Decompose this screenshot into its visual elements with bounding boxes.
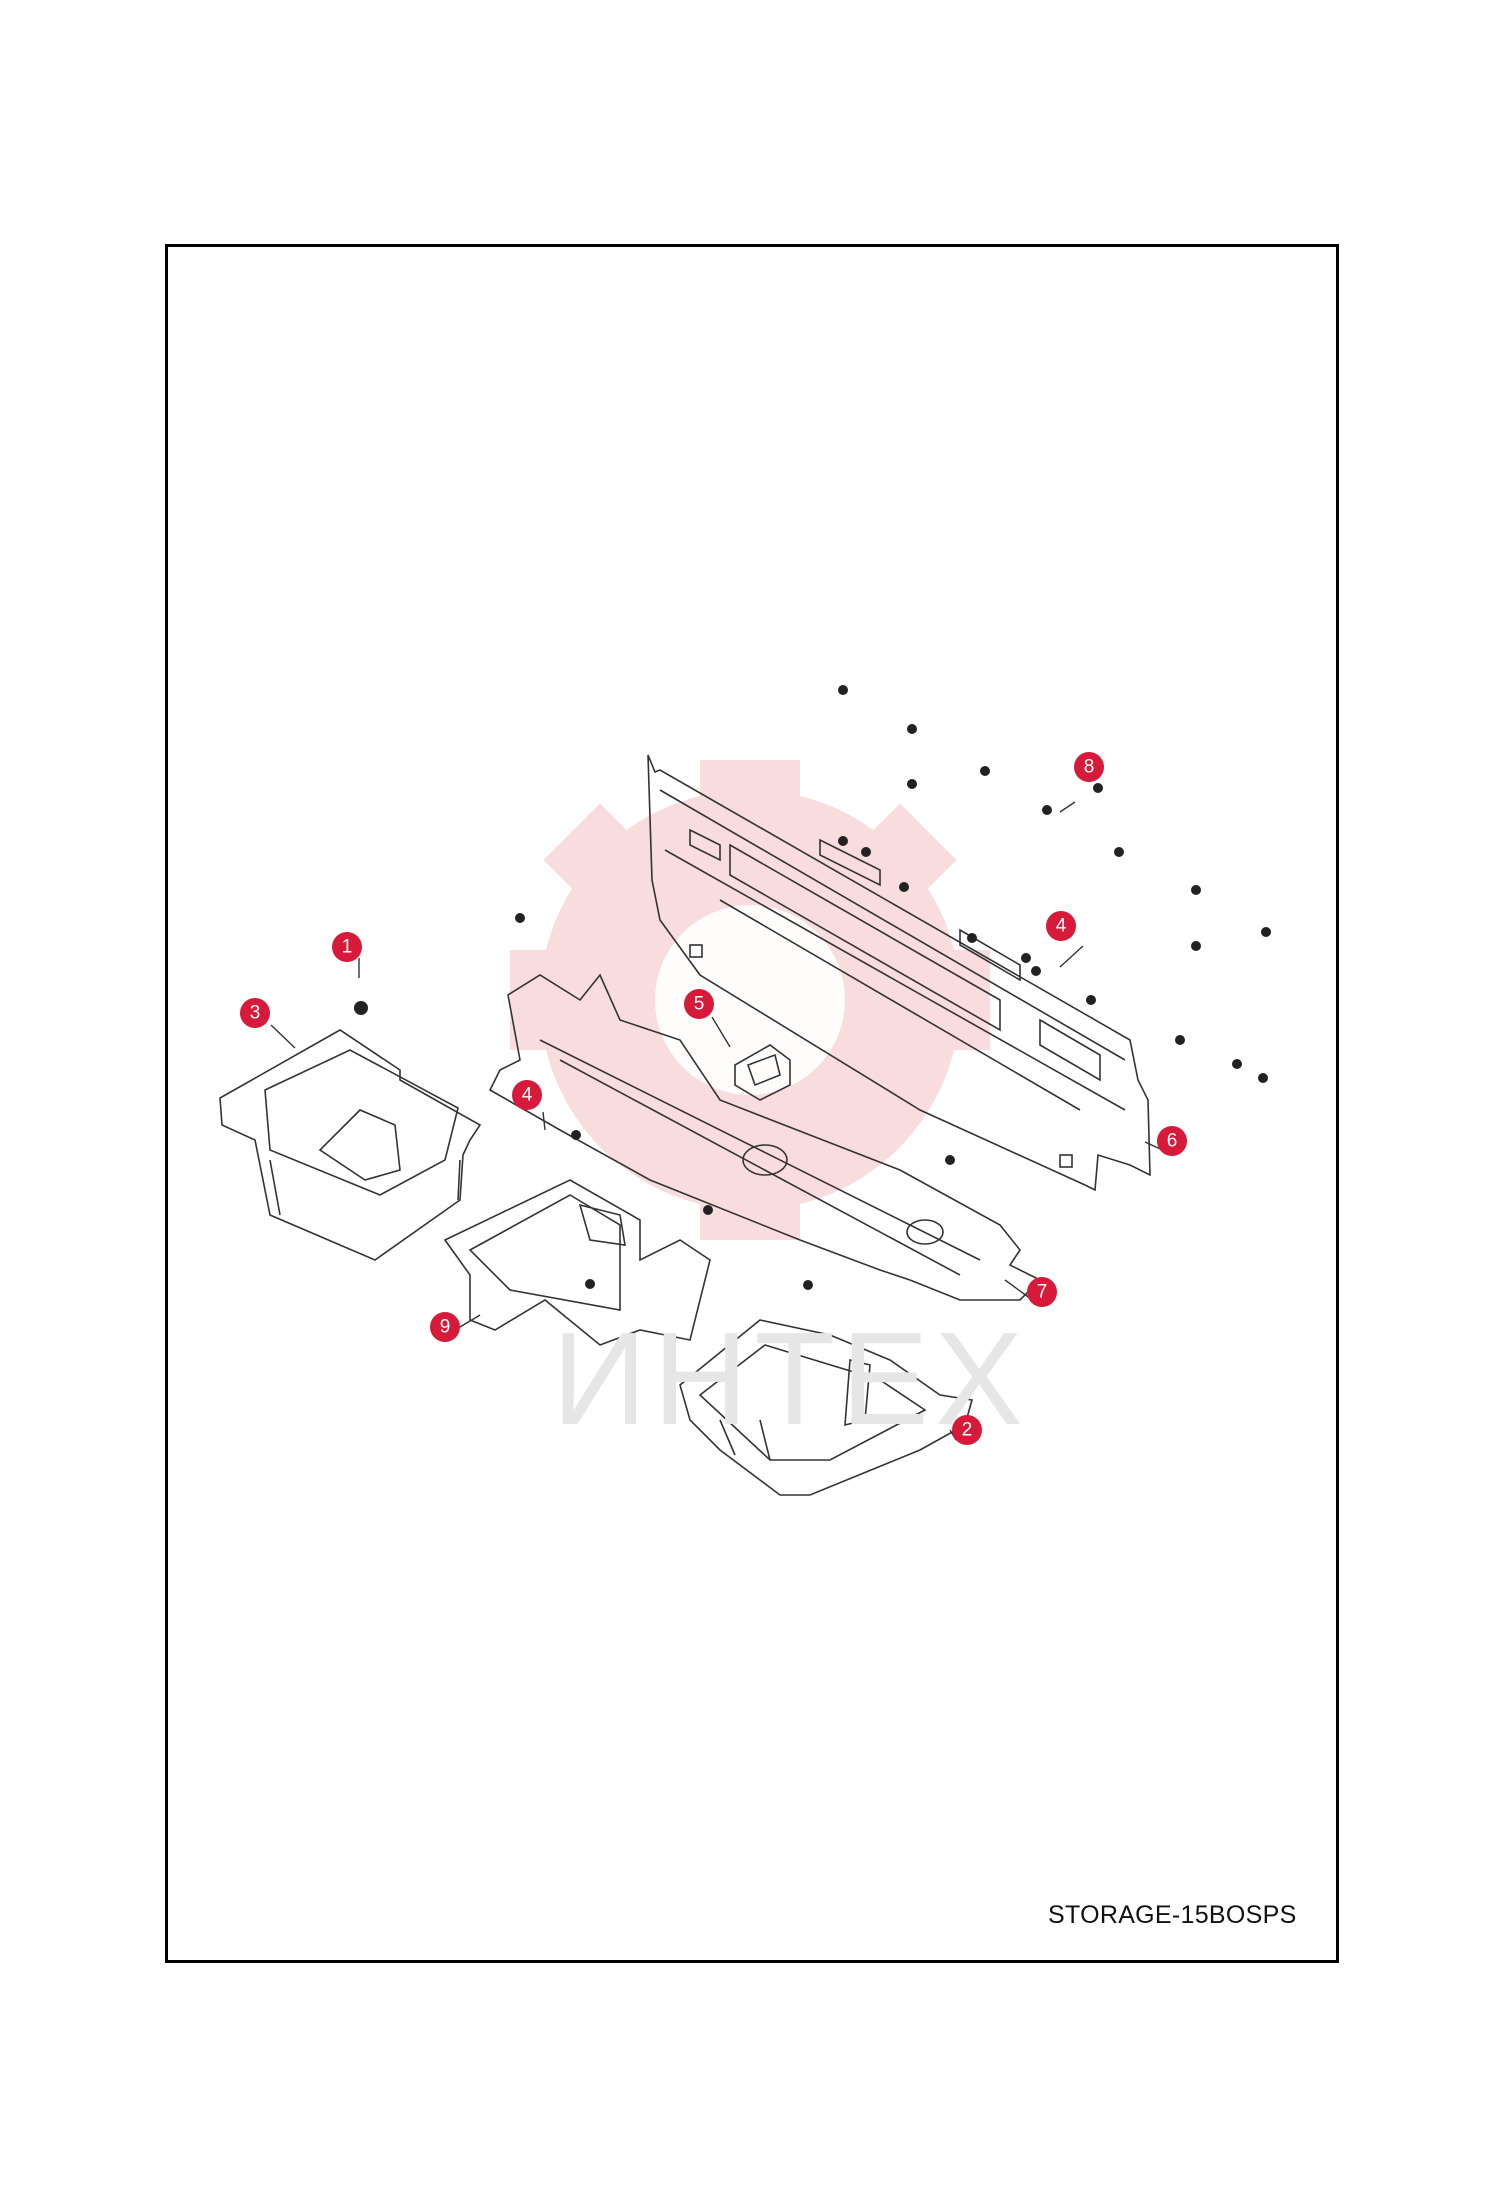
callout-6-label: 6 — [1167, 1131, 1178, 1152]
part-left-bin — [219, 1029, 482, 1261]
callout-4-upper-label: 4 — [1056, 916, 1067, 937]
callout-5-label: 5 — [694, 994, 705, 1015]
callout-2[interactable]: 2 — [952, 1415, 982, 1445]
part-hook — [734, 1044, 791, 1101]
callout-5[interactable]: 5 — [684, 989, 714, 1019]
callout-8[interactable]: 8 — [1074, 752, 1104, 782]
part-rear-panel — [647, 754, 1151, 1192]
watermark-logo-inner — [655, 905, 845, 1095]
callout-9[interactable]: 9 — [430, 1312, 460, 1342]
diagram-id-label: STORAGE-15BOSPS — [1048, 1901, 1297, 1929]
callout-4-lower-label: 4 — [522, 1085, 533, 1106]
callout-7[interactable]: 7 — [1027, 1277, 1057, 1307]
callout-1[interactable]: 1 — [332, 932, 362, 962]
watermark-text: ИНТЕХ — [552, 1305, 1029, 1452]
callout-4-upper[interactable]: 4 — [1046, 911, 1076, 941]
diagram-frame — [165, 244, 1339, 1963]
callout-8-label: 8 — [1084, 757, 1095, 778]
callout-3-label: 3 — [250, 1003, 261, 1024]
part-center-bracket — [443, 1179, 711, 1346]
callout-7-label: 7 — [1037, 1282, 1048, 1303]
callout-2-label: 2 — [962, 1420, 973, 1441]
callout-6[interactable]: 6 — [1157, 1126, 1187, 1156]
callouts: 1 2 3 4 4 5 6 7 — [240, 752, 1187, 1445]
fasteners — [354, 685, 1271, 1290]
callout-3[interactable]: 3 — [240, 998, 270, 1028]
callout-1-label: 1 — [342, 937, 353, 958]
callout-4-lower[interactable]: 4 — [512, 1080, 542, 1110]
callout-9-label: 9 — [440, 1317, 451, 1338]
